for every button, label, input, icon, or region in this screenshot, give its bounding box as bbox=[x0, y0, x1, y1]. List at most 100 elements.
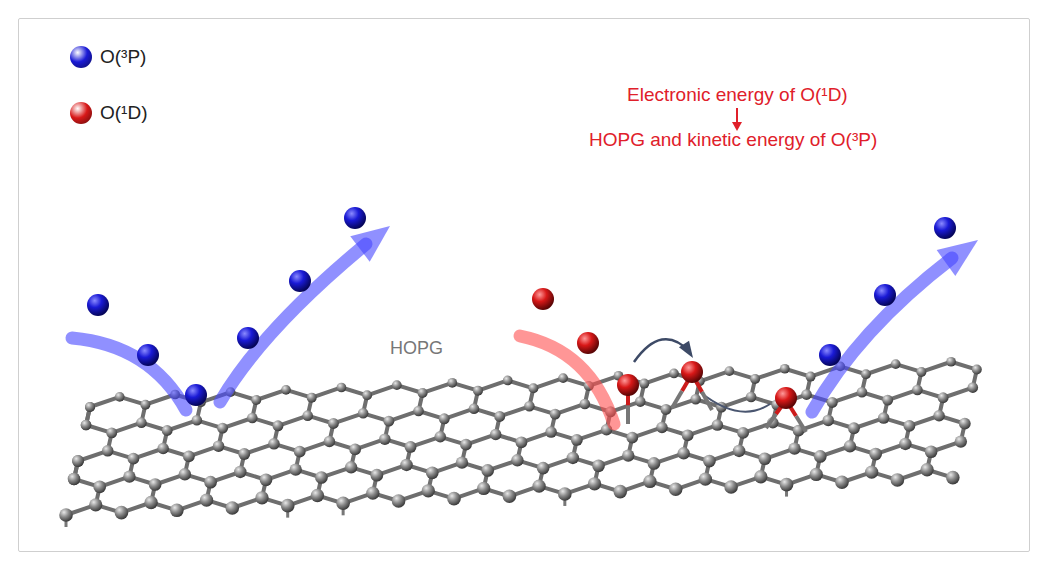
carbon-atom bbox=[144, 496, 157, 509]
carbon-atom bbox=[494, 411, 505, 422]
carbon-atom bbox=[528, 383, 538, 393]
carbon-atom bbox=[490, 429, 502, 441]
carbon-atom bbox=[435, 431, 447, 443]
oxygen-atom bbox=[289, 270, 311, 292]
carbon-atom bbox=[106, 427, 117, 438]
carbon-atom bbox=[400, 459, 412, 471]
arrow-head bbox=[350, 226, 390, 262]
carbon-atom bbox=[733, 445, 745, 457]
carbon-atom bbox=[85, 402, 95, 412]
carbon-atom bbox=[456, 456, 468, 468]
oxygen-atom bbox=[532, 288, 554, 310]
carbon-atom bbox=[788, 442, 800, 454]
carbon-atom bbox=[268, 438, 280, 450]
energy-note: HOPG and kinetic energy of O(³P) bbox=[589, 129, 877, 152]
carbon-atom bbox=[656, 422, 668, 434]
carbon-atom bbox=[946, 357, 956, 367]
carbon-atom bbox=[503, 489, 517, 503]
carbon-atom bbox=[558, 487, 572, 501]
trajectory-band bbox=[72, 338, 186, 410]
carbon-atom bbox=[912, 385, 923, 396]
co-bond bbox=[626, 406, 630, 425]
oxygen-atom bbox=[185, 384, 207, 406]
carbon-atom bbox=[447, 378, 457, 388]
carbon-atom bbox=[72, 455, 84, 467]
carbon-atom bbox=[337, 383, 347, 393]
carbon-atom bbox=[690, 394, 701, 405]
carbon-atom bbox=[383, 416, 394, 427]
carbon-atom bbox=[238, 448, 250, 460]
carbon-atom bbox=[68, 473, 80, 485]
carbon-atom bbox=[213, 440, 225, 452]
carbon-atom bbox=[550, 409, 561, 420]
carbon-atom bbox=[643, 475, 656, 488]
carbon-atom bbox=[405, 441, 417, 453]
carbon-atom bbox=[835, 475, 849, 489]
carbon-atom bbox=[925, 445, 938, 458]
carbon-atom bbox=[418, 388, 428, 398]
carbon-atom bbox=[81, 420, 92, 431]
carbon-atom bbox=[281, 385, 291, 395]
co-bond bbox=[766, 414, 776, 428]
carbon-atom bbox=[426, 466, 439, 479]
oxygen-atom bbox=[87, 294, 109, 316]
carbon-atom bbox=[545, 426, 557, 438]
co-bond bbox=[796, 416, 806, 432]
carbon-atom bbox=[349, 443, 361, 455]
carbon-atom bbox=[750, 374, 760, 384]
carbon-atom bbox=[635, 396, 646, 407]
carbon-atom bbox=[639, 379, 649, 389]
carbon-atom bbox=[844, 440, 856, 452]
carbon-atom bbox=[567, 452, 579, 464]
carbon-atom bbox=[192, 415, 203, 426]
carbon-atom bbox=[85, 402, 95, 412]
carbon-atom bbox=[814, 450, 827, 463]
carbon-atom bbox=[806, 372, 816, 382]
energy-arrow bbox=[736, 108, 738, 124]
carbon-atom bbox=[891, 359, 901, 369]
co-bond bbox=[702, 392, 712, 410]
carbon-atom bbox=[972, 365, 982, 375]
carbon-atom bbox=[68, 473, 80, 485]
migration-path bbox=[700, 392, 770, 412]
carbon-atom bbox=[503, 376, 513, 386]
carbon-atom bbox=[422, 484, 435, 497]
carbon-atom bbox=[324, 436, 336, 448]
carbon-atom bbox=[290, 463, 302, 475]
atom-trajectories bbox=[72, 226, 978, 424]
carbon-atom bbox=[183, 450, 195, 462]
legend-swatch bbox=[70, 46, 92, 68]
carbon-atom bbox=[234, 466, 246, 478]
carbon-atom bbox=[712, 419, 724, 431]
carbon-atom bbox=[758, 452, 771, 465]
carbon-atom bbox=[157, 443, 169, 455]
carbon-atom bbox=[255, 491, 268, 504]
carbon-atom bbox=[362, 390, 372, 400]
legend-text: O(¹D) bbox=[100, 102, 147, 124]
carbon-atom bbox=[307, 393, 317, 403]
carbon-atom bbox=[247, 413, 258, 424]
carbon-atom bbox=[473, 386, 483, 396]
carbon-atom bbox=[336, 497, 350, 511]
carbon-atom bbox=[273, 420, 284, 431]
carbon-atom bbox=[571, 434, 583, 446]
carbon-atom bbox=[162, 425, 173, 436]
oxygen-atom bbox=[237, 327, 259, 349]
carbon-atom bbox=[460, 439, 472, 451]
carbon-atom bbox=[392, 494, 406, 508]
carbon-atom bbox=[746, 392, 757, 403]
carbon-atom bbox=[294, 446, 306, 458]
carbon-atom bbox=[780, 478, 794, 492]
carbon-atom bbox=[81, 420, 92, 431]
carbon-atom bbox=[281, 499, 295, 513]
carbon-atom bbox=[204, 476, 217, 489]
carbon-atom bbox=[580, 399, 591, 410]
trajectory-band bbox=[520, 336, 614, 424]
carbon-atom bbox=[865, 465, 878, 478]
carbon-atom bbox=[537, 462, 550, 475]
carbon-atom bbox=[532, 479, 545, 492]
carbon-atom bbox=[822, 415, 834, 427]
carbon-atom bbox=[447, 492, 461, 506]
oxygen-atom bbox=[577, 332, 599, 354]
